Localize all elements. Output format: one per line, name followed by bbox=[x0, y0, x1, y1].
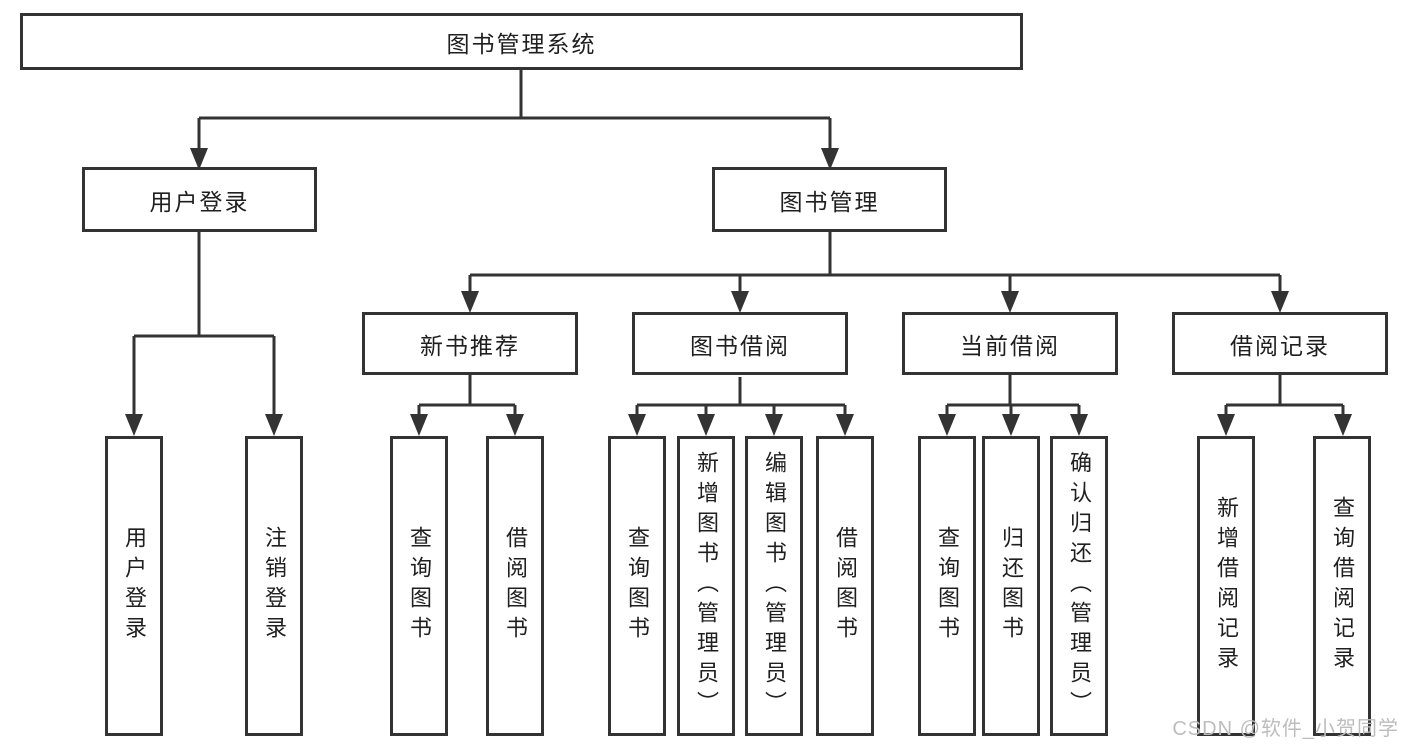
leaf-query-books-recommend: 查询图书 bbox=[390, 436, 448, 736]
leaf-query-books-current: 查询图书 bbox=[918, 436, 976, 736]
leaf-return-books: 归还图书 bbox=[982, 436, 1040, 736]
leaf-add-borrow-record: 新增借阅记录 bbox=[1197, 436, 1255, 736]
leaf-query-borrow-record: 查询借阅记录 bbox=[1313, 436, 1371, 736]
leaf-logout-login: 注销登录 bbox=[245, 436, 303, 736]
node-current-borrowing: 当前借阅 bbox=[902, 312, 1118, 375]
node-book-borrowing: 图书借阅 bbox=[632, 312, 848, 375]
node-user-login: 用户登录 bbox=[82, 167, 317, 232]
node-new-book-recommend: 新书推荐 bbox=[362, 312, 578, 375]
leaf-add-books-admin: 新增图书（管理员） bbox=[677, 436, 735, 736]
leaf-query-books-borrowing: 查询图书 bbox=[608, 436, 666, 736]
node-library-management-system: 图书管理系统 bbox=[20, 13, 1023, 70]
node-borrowing-records: 借阅记录 bbox=[1172, 312, 1388, 375]
csdn-watermark: CSDN @软件_小贺同学 bbox=[1172, 718, 1399, 740]
leaf-edit-books-admin: 编辑图书（管理员） bbox=[745, 436, 803, 736]
leaf-confirm-return-admin: 确认归还（管理员） bbox=[1050, 436, 1108, 736]
leaf-user-login: 用户登录 bbox=[105, 436, 163, 736]
leaf-borrow-books-borrowing: 借阅图书 bbox=[816, 436, 874, 736]
node-book-management: 图书管理 bbox=[712, 167, 947, 232]
leaf-borrow-books-recommend: 借阅图书 bbox=[486, 436, 544, 736]
